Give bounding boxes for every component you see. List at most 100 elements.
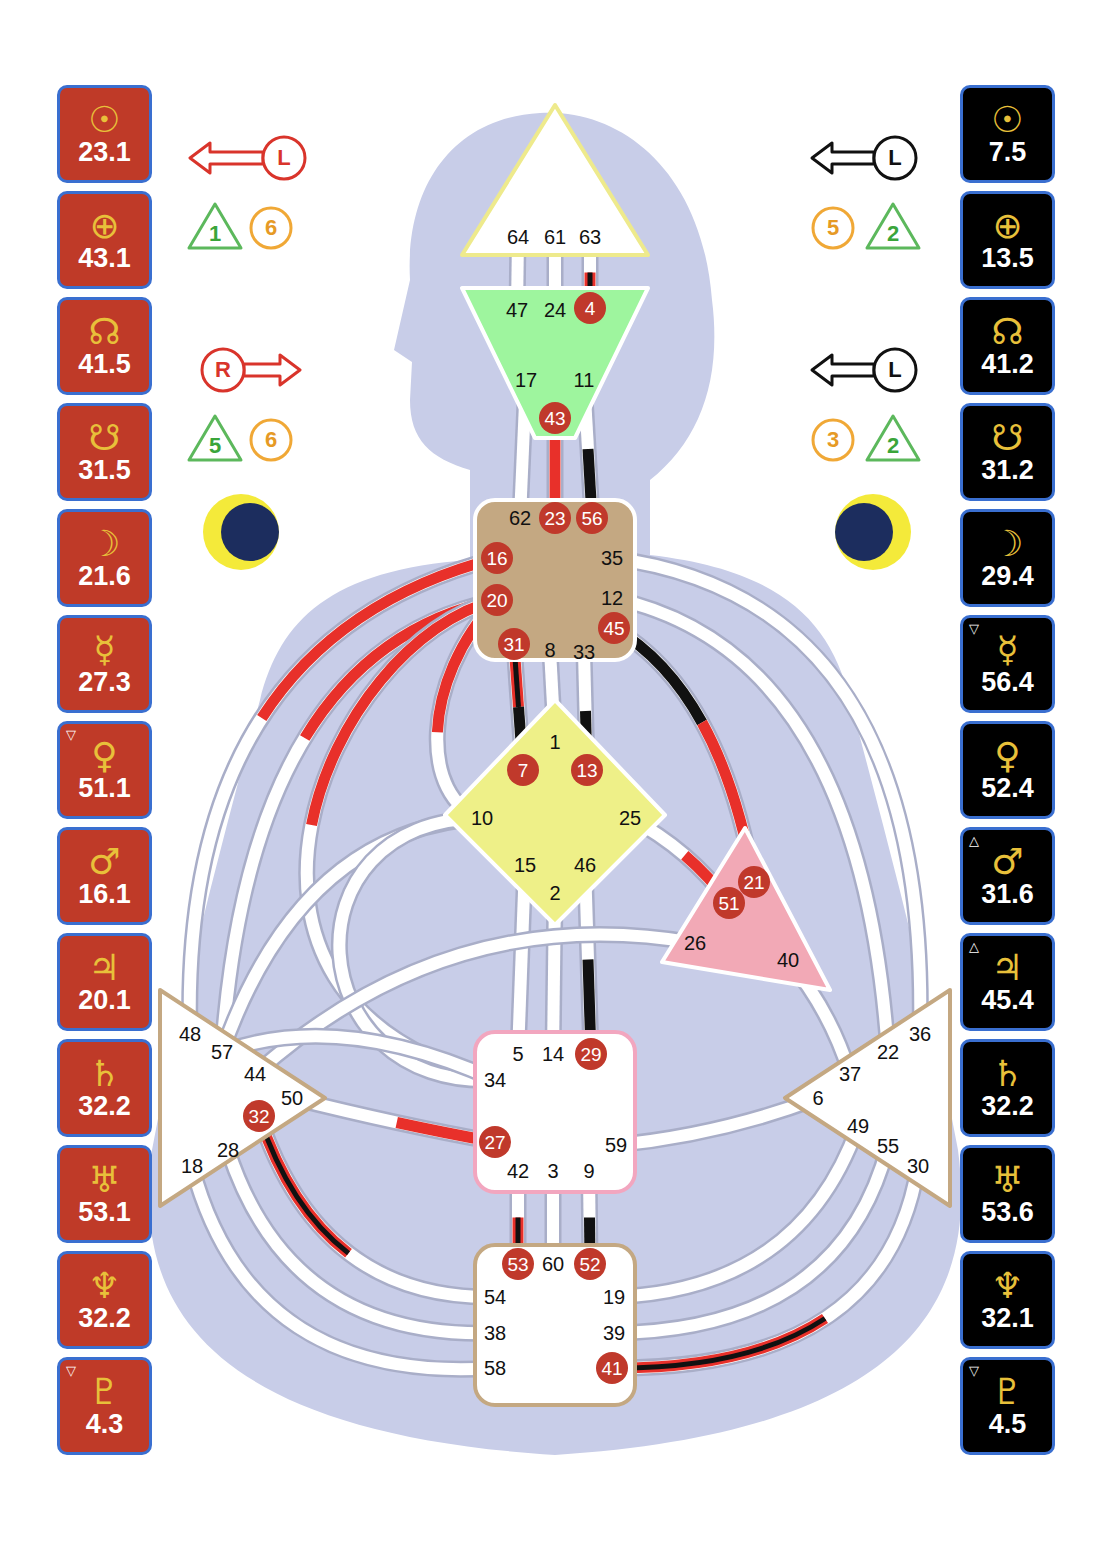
gate-number: 55 [877, 1136, 899, 1156]
gate-number: 24 [544, 300, 566, 320]
color-circle: 3 [803, 408, 863, 468]
active-gate: 43 [539, 402, 571, 434]
arrow-circle [263, 137, 305, 179]
symbol-letter: 5 [827, 217, 839, 239]
planet-glyph: ♀ [994, 738, 1020, 774]
planet-glyph: ☿ [996, 632, 1018, 668]
gate-number: 25 [619, 808, 641, 828]
tone-triangle: 2 [863, 196, 923, 256]
personality-planet: ▽♇4.5 [960, 1357, 1055, 1455]
center-shape: 646163 [452, 96, 658, 262]
gate-line-number: 32.2 [981, 1092, 1034, 1120]
gate-number: 34 [484, 1070, 506, 1090]
center-shape: 48574450322818 [154, 984, 332, 1212]
arrow-shape [190, 143, 263, 173]
active-gate: 23 [539, 502, 571, 534]
active-gate: 13 [571, 754, 603, 786]
personality-planet: ▽☿56.4 [960, 615, 1055, 713]
planet-glyph: ☊ [89, 314, 121, 350]
gate-line-number: 7.5 [989, 138, 1027, 166]
center-shape: 3622376495530 [778, 984, 956, 1212]
planet-glyph: ♇ [991, 1374, 1023, 1410]
center-outline [778, 984, 956, 1212]
planet-glyph: ♄ [88, 1056, 120, 1092]
active-gate: 7 [507, 754, 539, 786]
symbol-letter: 6 [265, 429, 277, 451]
planet-glyph: ♆ [88, 1268, 120, 1304]
symbol-outline [186, 133, 310, 183]
gate-number: 40 [777, 950, 799, 970]
center-outline [655, 820, 837, 998]
fixing-mark: ▽ [66, 728, 76, 741]
channel-outline [192, 1166, 495, 1369]
personality-planet: ♅53.6 [960, 1145, 1055, 1243]
active-gate: 20 [481, 584, 513, 616]
planet-glyph: ☽ [991, 526, 1023, 562]
planet-glyph: ☽ [88, 526, 120, 562]
triangle-outline [867, 204, 919, 248]
fixing-mark: ▽ [969, 1364, 979, 1377]
center-outline [154, 984, 332, 1212]
gate-number: 38 [484, 1323, 506, 1343]
variable-arrow: L [808, 133, 921, 183]
center-body [475, 1245, 635, 1405]
variable-arrow: L [186, 133, 310, 183]
planet-glyph: ♃ [991, 950, 1023, 986]
gate-number: 37 [839, 1064, 861, 1084]
gate-line-number: 29.4 [981, 562, 1034, 590]
channel [292, 1098, 495, 1142]
personality-planet: ⊕13.5 [960, 191, 1055, 289]
channel-body [192, 1166, 495, 1369]
gate-number: 33 [573, 642, 595, 662]
gate-number: 59 [605, 1135, 627, 1155]
gate-line-number: 27.3 [78, 668, 131, 696]
gate-line-number: 31.6 [981, 880, 1034, 908]
channel [616, 1098, 818, 1145]
personality-planet: △♂31.6 [960, 827, 1055, 925]
tone-triangle: 1 [185, 196, 245, 256]
gate-line-number: 16.1 [78, 880, 131, 908]
triangle-outline [867, 416, 919, 460]
gate-line-number: 53.6 [981, 1198, 1034, 1226]
planet-glyph: ♅ [991, 1162, 1023, 1198]
symbol-letter: 3 [827, 429, 839, 451]
design-planet: ♄32.2 [57, 1039, 152, 1137]
color-circle: 5 [803, 196, 863, 256]
symbol-letter: 2 [887, 223, 899, 245]
gate-line-number: 4.3 [86, 1410, 124, 1438]
gate-number: 1 [549, 732, 560, 752]
gate-line-number: 51.1 [78, 774, 131, 802]
triangle-outline [189, 204, 241, 248]
active-gate: 52 [574, 1248, 606, 1280]
planet-glyph: ♄ [991, 1056, 1023, 1092]
active-gate: 53 [502, 1248, 534, 1280]
color-circle: 6 [241, 408, 301, 468]
planet-glyph: ♇ [88, 1374, 120, 1410]
circle-outline [251, 208, 291, 248]
center-shape: 514293427594239 [473, 1030, 637, 1194]
planet-glyph: ☉ [88, 102, 120, 138]
gate-number: 62 [509, 508, 531, 528]
active-gate: 41 [596, 1352, 628, 1384]
circle-outline [251, 420, 291, 460]
gate-number: 50 [281, 1088, 303, 1108]
gate-line-number: 32.2 [78, 1092, 131, 1120]
gate-line-number: 23.1 [78, 138, 131, 166]
planet-glyph: ♂ [88, 844, 120, 880]
gate-number: 17 [515, 370, 537, 390]
arrow-shape [812, 355, 874, 385]
personality-planet: ♀52.4 [960, 721, 1055, 819]
circle-outline [813, 208, 853, 248]
color-circle: 6 [241, 196, 301, 256]
design-planet: ☋31.5 [57, 403, 152, 501]
variable-arrow: L [808, 345, 921, 395]
symbol-letter: L [277, 147, 290, 169]
active-gate: 32 [243, 1100, 275, 1132]
active-gate: 29 [575, 1038, 607, 1070]
gate-number: 15 [514, 855, 536, 875]
gate-number: 28 [217, 1140, 239, 1160]
moon-dark [835, 503, 893, 561]
center-body [160, 990, 325, 1206]
gate-number: 39 [603, 1323, 625, 1343]
planet-glyph: ☿ [93, 632, 115, 668]
